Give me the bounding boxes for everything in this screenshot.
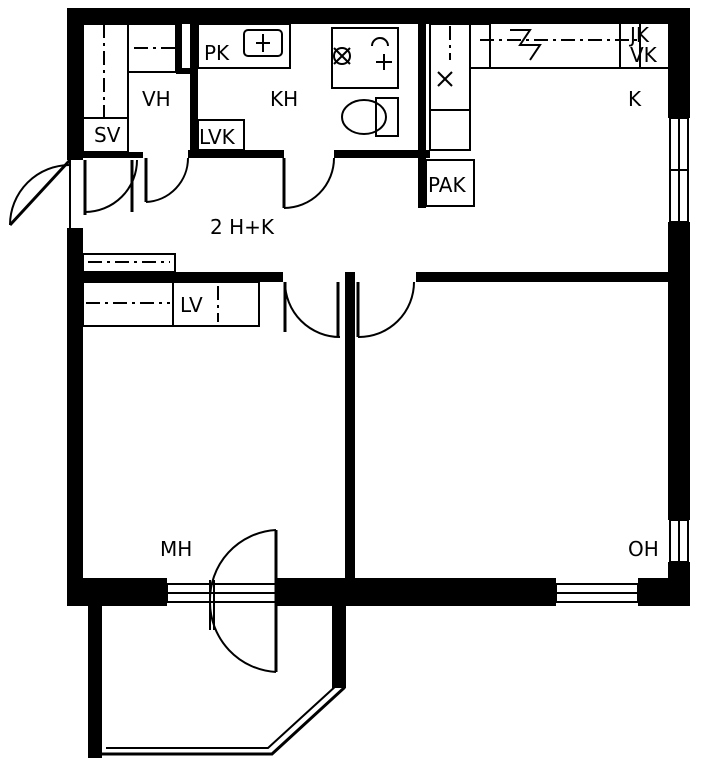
label-k: K (628, 87, 642, 111)
interior-walls (67, 24, 690, 582)
label-kh: KH (270, 87, 298, 111)
doors (8, 157, 415, 673)
oh-door[interactable] (356, 281, 415, 339)
label-oh: OH (628, 537, 659, 561)
hall-door[interactable] (83, 159, 138, 215)
label-vk: VK (630, 43, 658, 67)
label-mh: MH (160, 537, 192, 561)
label-lv: LV (180, 293, 203, 317)
mh-door[interactable] (283, 281, 341, 338)
label-pk: PK (204, 41, 230, 65)
label-vh: VH (142, 87, 171, 111)
label-sv: SV (94, 123, 121, 147)
entrance-door[interactable] (8, 158, 72, 228)
label-jk: JK (628, 23, 650, 47)
label-pak: PAK (428, 173, 466, 197)
room-labels: VH KH K SV PK LVK PAK JK VK 2 H+K LV MH … (94, 23, 659, 561)
balcony (88, 606, 346, 758)
balcony-door[interactable] (208, 529, 278, 673)
label-type: 2 H+K (210, 215, 275, 239)
fixtures (82, 23, 668, 327)
outer-walls (67, 8, 690, 606)
vh-door[interactable] (144, 157, 190, 203)
windows (166, 117, 689, 603)
label-lvk: LVK (199, 125, 236, 149)
kh-door[interactable] (282, 157, 335, 209)
